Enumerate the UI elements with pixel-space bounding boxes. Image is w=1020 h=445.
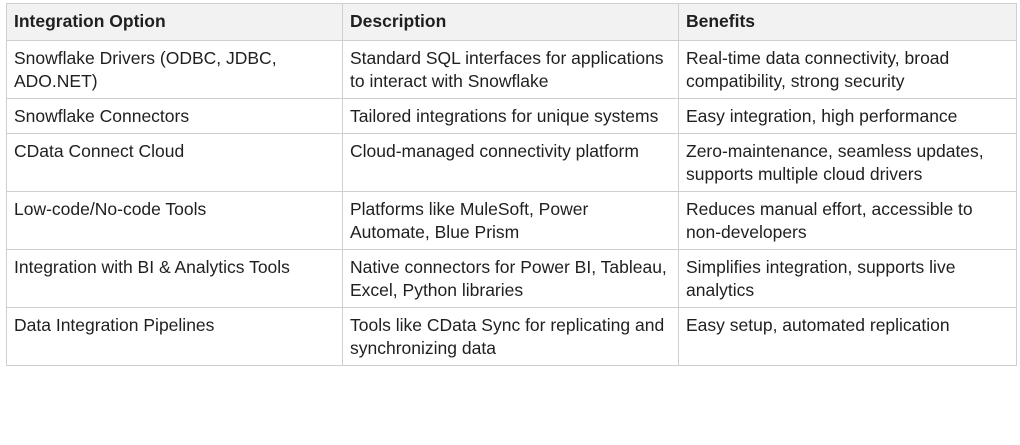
header-row: Integration Option Description Benefits	[6, 3, 1017, 41]
cell-benefits: Reduces manual effort, accessible to non…	[678, 191, 1017, 250]
cell-integration-option: Low-code/No-code Tools	[6, 191, 343, 250]
table-container: Integration Option Description Benefits …	[6, 3, 1017, 366]
cell-description: Platforms like MuleSoft, Power Automate,…	[342, 191, 679, 250]
table-row: CData Connect Cloud Cloud-managed connec…	[6, 133, 1017, 192]
cell-integration-option: Snowflake Connectors	[6, 98, 343, 134]
table-header: Integration Option Description Benefits	[6, 3, 1017, 41]
cell-integration-option: Integration with BI & Analytics Tools	[6, 249, 343, 308]
cell-benefits: Easy setup, automated replication	[678, 307, 1017, 366]
header-description: Description	[342, 3, 679, 41]
cell-description: Cloud-managed connectivity platform	[342, 133, 679, 192]
table-row: Snowflake Drivers (ODBC, JDBC, ADO.NET) …	[6, 40, 1017, 99]
cell-description: Standard SQL interfaces for applications…	[342, 40, 679, 99]
cell-integration-option: Data Integration Pipelines	[6, 307, 343, 366]
cell-benefits: Simplifies integration, supports live an…	[678, 249, 1017, 308]
cell-benefits: Easy integration, high performance	[678, 98, 1017, 134]
table-row: Snowflake Connectors Tailored integratio…	[6, 98, 1017, 134]
header-integration-option: Integration Option	[6, 3, 343, 41]
cell-integration-option: CData Connect Cloud	[6, 133, 343, 192]
table-row: Integration with BI & Analytics Tools Na…	[6, 249, 1017, 308]
header-benefits: Benefits	[678, 3, 1017, 41]
integration-options-table: Integration Option Description Benefits …	[6, 3, 1017, 366]
cell-description: Native connectors for Power BI, Tableau,…	[342, 249, 679, 308]
cell-description: Tailored integrations for unique systems	[342, 98, 679, 134]
cell-benefits: Zero-maintenance, seamless updates, supp…	[678, 133, 1017, 192]
table-row: Low-code/No-code Tools Platforms like Mu…	[6, 191, 1017, 250]
cell-benefits: Real-time data connectivity, broad compa…	[678, 40, 1017, 99]
table-row: Data Integration Pipelines Tools like CD…	[6, 307, 1017, 366]
cell-description: Tools like CData Sync for replicating an…	[342, 307, 679, 366]
cell-integration-option: Snowflake Drivers (ODBC, JDBC, ADO.NET)	[6, 40, 343, 99]
table-body: Snowflake Drivers (ODBC, JDBC, ADO.NET) …	[6, 40, 1017, 366]
